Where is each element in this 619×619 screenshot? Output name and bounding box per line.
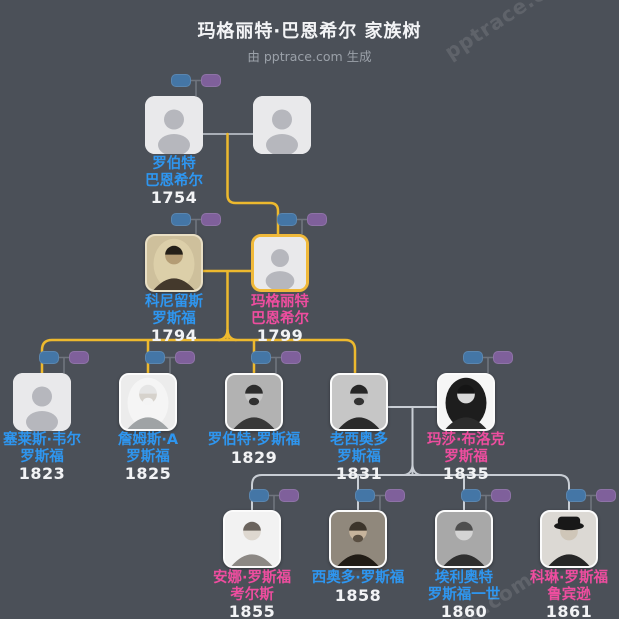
parents-badges-robert-roosevelt: [251, 351, 301, 364]
generator-credit: 由 pptrace.com 生成: [247, 49, 372, 64]
person-node-cornelius-roosevelt[interactable]: [145, 234, 203, 292]
female-gender-badge[interactable]: [596, 489, 616, 502]
parents-badges-silas: [39, 351, 89, 364]
parents-badges-cornelius: [171, 213, 221, 226]
male-gender-badge[interactable]: [277, 213, 297, 226]
person-label-elliott-roosevelt-i: 埃利奥特 罗斯福一世 1860: [427, 570, 501, 619]
person-label-robert-barnhill: 罗伯特 巴恩希尔 1754: [145, 156, 203, 207]
female-gender-badge[interactable]: [175, 351, 195, 364]
person-node-anna-roosevelt-cowles[interactable]: [223, 510, 281, 568]
parents-badges-corinne: [566, 489, 616, 502]
male-gender-badge[interactable]: [251, 351, 271, 364]
person-node-robert-barnhill[interactable]: [145, 96, 203, 154]
female-gender-badge[interactable]: [201, 74, 221, 87]
male-gender-badge[interactable]: [566, 489, 586, 502]
female-gender-badge[interactable]: [491, 489, 511, 502]
female-gender-badge[interactable]: [281, 351, 301, 364]
person-label-james-a-roosevelt: 詹姆斯·A 罗斯福 1825: [117, 432, 179, 483]
person-node-silas-weir-roosevelt[interactable]: [13, 373, 71, 431]
female-gender-badge[interactable]: [279, 489, 299, 502]
male-gender-badge[interactable]: [463, 351, 483, 364]
person-label-silas-weir-roosevelt: 塞莱斯·韦尔 罗斯福 1823: [2, 432, 81, 483]
parents-badges-james: [145, 351, 195, 364]
female-gender-badge[interactable]: [493, 351, 513, 364]
person-label-anna-roosevelt-cowles: 安娜·罗斯福 考尔斯 1855: [212, 570, 291, 619]
parents-badges-theodore: [355, 489, 405, 502]
male-gender-badge[interactable]: [249, 489, 269, 502]
person-label-theodore-roosevelt: 西奥多·罗斯福 1858: [311, 570, 405, 605]
person-node-theodore-roosevelt[interactable]: [329, 510, 387, 568]
female-gender-badge[interactable]: [69, 351, 89, 364]
male-gender-badge[interactable]: [355, 489, 375, 502]
person-node-unknown-spouse[interactable]: [253, 96, 311, 154]
male-gender-badge[interactable]: [171, 74, 191, 87]
person-node-elliott-roosevelt-i[interactable]: [435, 510, 493, 568]
female-gender-badge[interactable]: [385, 489, 405, 502]
parents-badges-martha: [463, 351, 513, 364]
male-gender-badge[interactable]: [145, 351, 165, 364]
person-label-corinne-roosevelt-robinson: 科琳·罗斯福 鲁宾逊 1861: [529, 570, 608, 619]
person-node-james-a-roosevelt[interactable]: [119, 373, 177, 431]
parents-badges-elliott: [461, 489, 511, 502]
female-gender-badge[interactable]: [307, 213, 327, 226]
person-node-margaret-barnhill[interactable]: [251, 234, 309, 292]
parents-badges-robert-barnhill: [171, 74, 221, 87]
male-gender-badge[interactable]: [461, 489, 481, 502]
person-node-corinne-roosevelt-robinson[interactable]: [540, 510, 598, 568]
male-gender-badge[interactable]: [171, 213, 191, 226]
person-label-robert-roosevelt: 罗伯特·罗斯福 1829: [207, 432, 301, 467]
page-title: 玛格丽特·巴恩希尔 家族树: [197, 21, 422, 42]
parents-badges-anna: [249, 489, 299, 502]
parents-badges-margaret: [277, 213, 327, 226]
person-node-theodore-roosevelt-sr[interactable]: [330, 373, 388, 431]
person-label-martha-bulloch-roosevelt: 玛莎·布洛克 罗斯福 1835: [426, 432, 505, 483]
female-gender-badge[interactable]: [201, 213, 221, 226]
person-label-cornelius-roosevelt: 科尼留斯 罗斯福 1794: [145, 294, 203, 345]
person-label-theodore-roosevelt-sr: 老西奥多 罗斯福 1831: [330, 432, 388, 483]
person-label-margaret-barnhill: 玛格丽特 巴恩希尔 1799: [251, 294, 309, 345]
person-node-robert-roosevelt[interactable]: [225, 373, 283, 431]
person-node-martha-bulloch-roosevelt[interactable]: [437, 373, 495, 431]
male-gender-badge[interactable]: [39, 351, 59, 364]
